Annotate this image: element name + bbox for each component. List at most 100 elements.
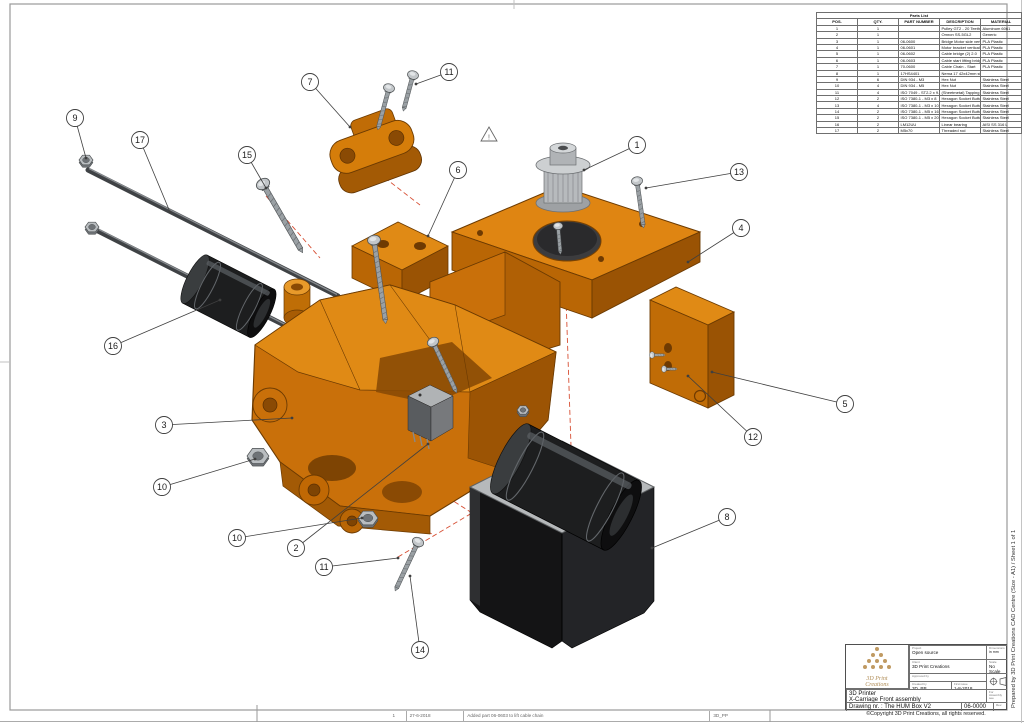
- drawing-title-line2: X-Carriage Front assembly: [849, 696, 921, 702]
- cable-bridge-bracket: [648, 286, 736, 409]
- logo-pyramid-icon: [863, 647, 891, 669]
- callout-balloon: 6: [426, 161, 467, 238]
- callout-number: 3: [161, 420, 166, 430]
- callout-number: 14: [415, 645, 425, 655]
- client-label: Client: [912, 659, 920, 664]
- parts-list-cell: PLA Plastic: [980, 63, 1022, 71]
- screw: [394, 536, 425, 592]
- assembly-see-value: 04-0000: [989, 701, 1005, 702]
- parts-list-cell: Stainless Steel: [980, 101, 1022, 109]
- parts-list-cell: Threaded rod: [939, 126, 981, 135]
- screw: [661, 365, 678, 373]
- hex-nut: [246, 448, 270, 467]
- callout-balloon: 3: [155, 416, 294, 434]
- revision-number: 1: [382, 711, 407, 721]
- callout-balloon: 15: [238, 146, 268, 190]
- parts-list-cell: ISO 7049 - ST2.2 x 9.5: [898, 88, 940, 97]
- parts-list-cell: Hexagon Socket Button Head Screw: [939, 107, 981, 116]
- parts-list-cell: Bridge Motor side vertical carriage 2.0: [939, 37, 981, 45]
- parts-list-cell: Motor bracket vertical carriage 2.0: [939, 43, 981, 52]
- revision-description: Added part 06-0603 to lift cable chain: [464, 711, 711, 721]
- callout-balloon: 4: [686, 219, 750, 264]
- callout-number: 11: [319, 562, 328, 572]
- callout-number: 10: [157, 482, 167, 492]
- callout-balloon: 7: [301, 73, 352, 129]
- cable-chain-start-part: [329, 108, 422, 194]
- callout-number: 15: [242, 150, 252, 160]
- callout-balloon: 10: [153, 457, 257, 496]
- col-part-number: PART NUMBER: [898, 18, 940, 26]
- parts-list-cell: AISI SS 316 L: [980, 120, 1022, 129]
- parts-list-cell: Pulley GT2 - 20 Teeth - 5mm: [939, 24, 981, 33]
- parts-list-cell: [980, 69, 1022, 77]
- hex-nut: [78, 154, 94, 168]
- title-block: 3D Print Creations Project Open source D…: [845, 644, 1007, 711]
- microswitch: [407, 384, 454, 450]
- parts-list-cell: Aluminum 6061: [980, 24, 1022, 33]
- parts-list-cell: Cable Chain - Start: [939, 63, 981, 71]
- callout-balloon: 11: [315, 556, 400, 576]
- revision-initials: 3D_PP: [713, 713, 728, 718]
- prepared-by-note: Prepared by 3D Print Creations CAD Centr…: [1011, 529, 1017, 708]
- first-issue-label: First issue: [954, 681, 968, 686]
- assembly-see-label: For Assembly see: [989, 689, 1003, 701]
- created-by-label: Created by: [912, 681, 927, 686]
- logo-text-line2: Creations: [865, 682, 889, 688]
- linear-bearing-right: [490, 423, 642, 551]
- callout-number: 9: [72, 113, 77, 123]
- parts-list-cell: Stainless Steel: [980, 75, 1022, 84]
- company-logo: 3D Print Creations: [846, 645, 909, 689]
- parts-list-cell: ISO 7380-1 - M5 x 16: [898, 107, 940, 116]
- parts-list-cell: ISO 7380-1 - M3 x 8: [898, 95, 940, 103]
- parts-list-cell: M5x70: [898, 126, 940, 135]
- callout-number: 11: [444, 67, 453, 77]
- callout-balloon: 11: [414, 63, 458, 86]
- callout-balloon: 12: [686, 374, 762, 446]
- callout-number: 12: [748, 432, 758, 442]
- callout-balloon: 13: [644, 163, 748, 190]
- callout-balloon: 2: [287, 442, 430, 557]
- parts-list-table: Parts List POS. QTY. PART NUMBER DESCRIP…: [816, 11, 1022, 135]
- parts-list-cell: Hexagon Socket Button Head Screw: [939, 95, 981, 103]
- svg-text:!: !: [488, 135, 490, 142]
- parts-list: Parts List POS. QTY. PART NUMBER DESCRIP…: [816, 11, 1022, 135]
- drawing-number: Drawing nr. : The HUM Box V2: [849, 703, 931, 710]
- parts-list-cell: Stainless Steel: [980, 88, 1022, 97]
- main-carriage-body: [251, 278, 557, 535]
- screw: [631, 176, 646, 229]
- screw: [367, 234, 388, 325]
- parts-list-header: POS. QTY. PART NUMBER DESCRIPTION MATERI…: [816, 18, 1022, 26]
- project-value: Open source: [912, 649, 939, 655]
- callout-balloon: 14: [408, 574, 429, 659]
- created-by-value: 3D_PP: [912, 685, 927, 689]
- col-material: MATERIAL: [980, 18, 1022, 26]
- callout-balloon: 8: [650, 508, 736, 550]
- callout-number: 13: [734, 167, 744, 177]
- scale-label: Scale: [989, 659, 997, 664]
- callout-balloon: 9: [66, 109, 88, 160]
- callout-balloon: 16: [104, 298, 222, 355]
- rev-label: Rev.: [996, 702, 1002, 707]
- screw: [255, 177, 304, 254]
- screw: [376, 83, 395, 131]
- parts-list-cell: Hexagon Socket Button Head Screw: [939, 114, 981, 122]
- parts-list-cell: Nema 17 42x42mm stepper motor: [939, 69, 981, 77]
- parts-list-cell: Stainless Steel: [980, 114, 1022, 122]
- callout-number: 4: [738, 223, 743, 233]
- hex-nut: [357, 510, 379, 528]
- callout-number: 2: [293, 543, 298, 553]
- callout-balloon: 5: [710, 370, 854, 413]
- callout-balloon: 1: [582, 136, 646, 172]
- parts-list-cell: Stainless Steel: [980, 82, 1022, 90]
- scale-value: No Scale: [989, 663, 1001, 673]
- callout-number: 6: [455, 165, 460, 175]
